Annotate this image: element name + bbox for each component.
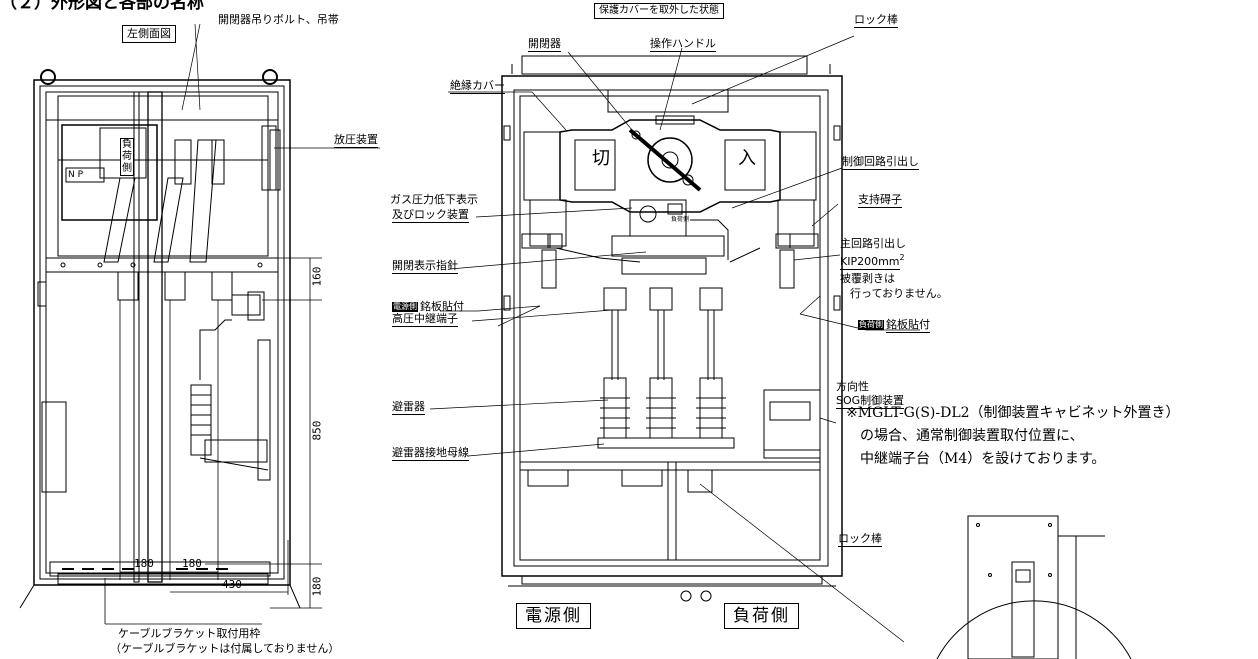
note-line-2: の場合、通常制御装置取付位置に、 bbox=[860, 428, 1084, 444]
pressure-relief-label: 放圧装置 bbox=[334, 133, 378, 148]
left-side-view bbox=[19, 69, 301, 609]
lock-rod-top-label: ロック棒 bbox=[854, 13, 898, 28]
gas-pressure-label-2: 及びロック装置 bbox=[392, 208, 469, 223]
cable-spec-text: KIP200mm bbox=[840, 254, 900, 270]
operating-handle-label: 操作ハンドル bbox=[650, 37, 716, 52]
dimension-lines bbox=[104, 257, 322, 625]
load-side-plate-label: 負荷側銘板貼付 bbox=[858, 318, 930, 333]
dim-850: 850 bbox=[310, 420, 324, 441]
insulating-cover-label: 絶縁カバー bbox=[450, 79, 505, 94]
dim-180-b: 180 bbox=[182, 557, 202, 570]
dim-180-a: 180 bbox=[134, 557, 154, 570]
source-side-tag: 電源側 bbox=[392, 302, 418, 312]
strip-note-1: 被覆剥きは bbox=[840, 272, 895, 285]
arrester-stack bbox=[597, 377, 735, 449]
plate-char-1: 負 bbox=[122, 139, 132, 150]
cable-spec-sup: 2 bbox=[899, 253, 905, 262]
load-side-box: 負荷側 bbox=[724, 603, 799, 629]
source-side-box: 電源側 bbox=[516, 603, 591, 629]
detail-circle bbox=[936, 515, 1132, 659]
hanger-bolt-label: 開閉器吊りボルト、吊帯 bbox=[218, 13, 339, 26]
load-side-tag: 負荷側 bbox=[858, 320, 884, 330]
sog-label-1: 方向性 bbox=[836, 380, 869, 393]
support-insulator-label: 支持碍子 bbox=[858, 193, 902, 208]
open-close-indicator-label: 開閉表示指針 bbox=[392, 259, 458, 274]
main-circuit-lead-label: 主回路引出し bbox=[840, 237, 906, 250]
gas-pressure-label-1: ガス圧力低下表示 bbox=[390, 193, 478, 206]
arrester-label: 避雷器 bbox=[392, 400, 425, 415]
plate-char-2: 荷 bbox=[122, 151, 132, 162]
dim-180-vertical: 180 bbox=[310, 576, 324, 597]
strip-note-2: 行っておりません。 bbox=[850, 287, 948, 300]
lock-rod-bottom-label: ロック棒 bbox=[838, 532, 882, 547]
control-circuit-lead-label: 制御回路引出し bbox=[842, 155, 919, 170]
plate-char-3: 側 bbox=[122, 163, 132, 174]
cut-title: （２）外形図と各部の名称 bbox=[0, 0, 204, 13]
sog-label-2: SOG制御装置 bbox=[836, 394, 905, 409]
relay-terminal-label: 高圧中継端子 bbox=[392, 312, 458, 327]
source-side-plate-label: 電源側銘板貼付 bbox=[392, 300, 464, 313]
load-side-plate: 負 荷 側 bbox=[120, 138, 134, 176]
leader-lines-front bbox=[429, 35, 920, 643]
cable-spec-label: KIP200mm2 bbox=[840, 251, 905, 270]
dim-160: 160 bbox=[310, 266, 324, 287]
left-view-title: 左側面図 bbox=[122, 25, 176, 43]
arrester-ground-bus-label: 避雷器接地母線 bbox=[392, 446, 469, 461]
load-side-plate-text: 銘板貼付 bbox=[886, 318, 930, 333]
source-side-plate-text: 銘板貼付 bbox=[420, 300, 464, 313]
cover-removed-state-label: 保護カバーを取外した状態 bbox=[594, 3, 724, 19]
on-mark: 入 bbox=[738, 148, 756, 169]
bracket-not-included-note: （ケーブルブラケットは付属しておりません） bbox=[110, 642, 340, 655]
note-line-3: 中継端子台（M4）を設けております。 bbox=[860, 451, 1106, 467]
note-line-1: ※MGLT-G(S)-DL2（制御装置キャビネット外置き） bbox=[846, 405, 1180, 421]
switch-label: 開閉器 bbox=[528, 37, 561, 52]
device-load-side-mark: 負荷側 bbox=[671, 216, 690, 223]
off-mark: 切 bbox=[592, 148, 610, 169]
dim-430: 430 bbox=[222, 578, 242, 591]
front-view bbox=[501, 55, 843, 602]
leader-lines-left bbox=[181, 23, 380, 149]
np-label: N P bbox=[68, 170, 84, 180]
bracket-frame-label: ケーブルブラケット取付用枠 bbox=[118, 627, 261, 640]
